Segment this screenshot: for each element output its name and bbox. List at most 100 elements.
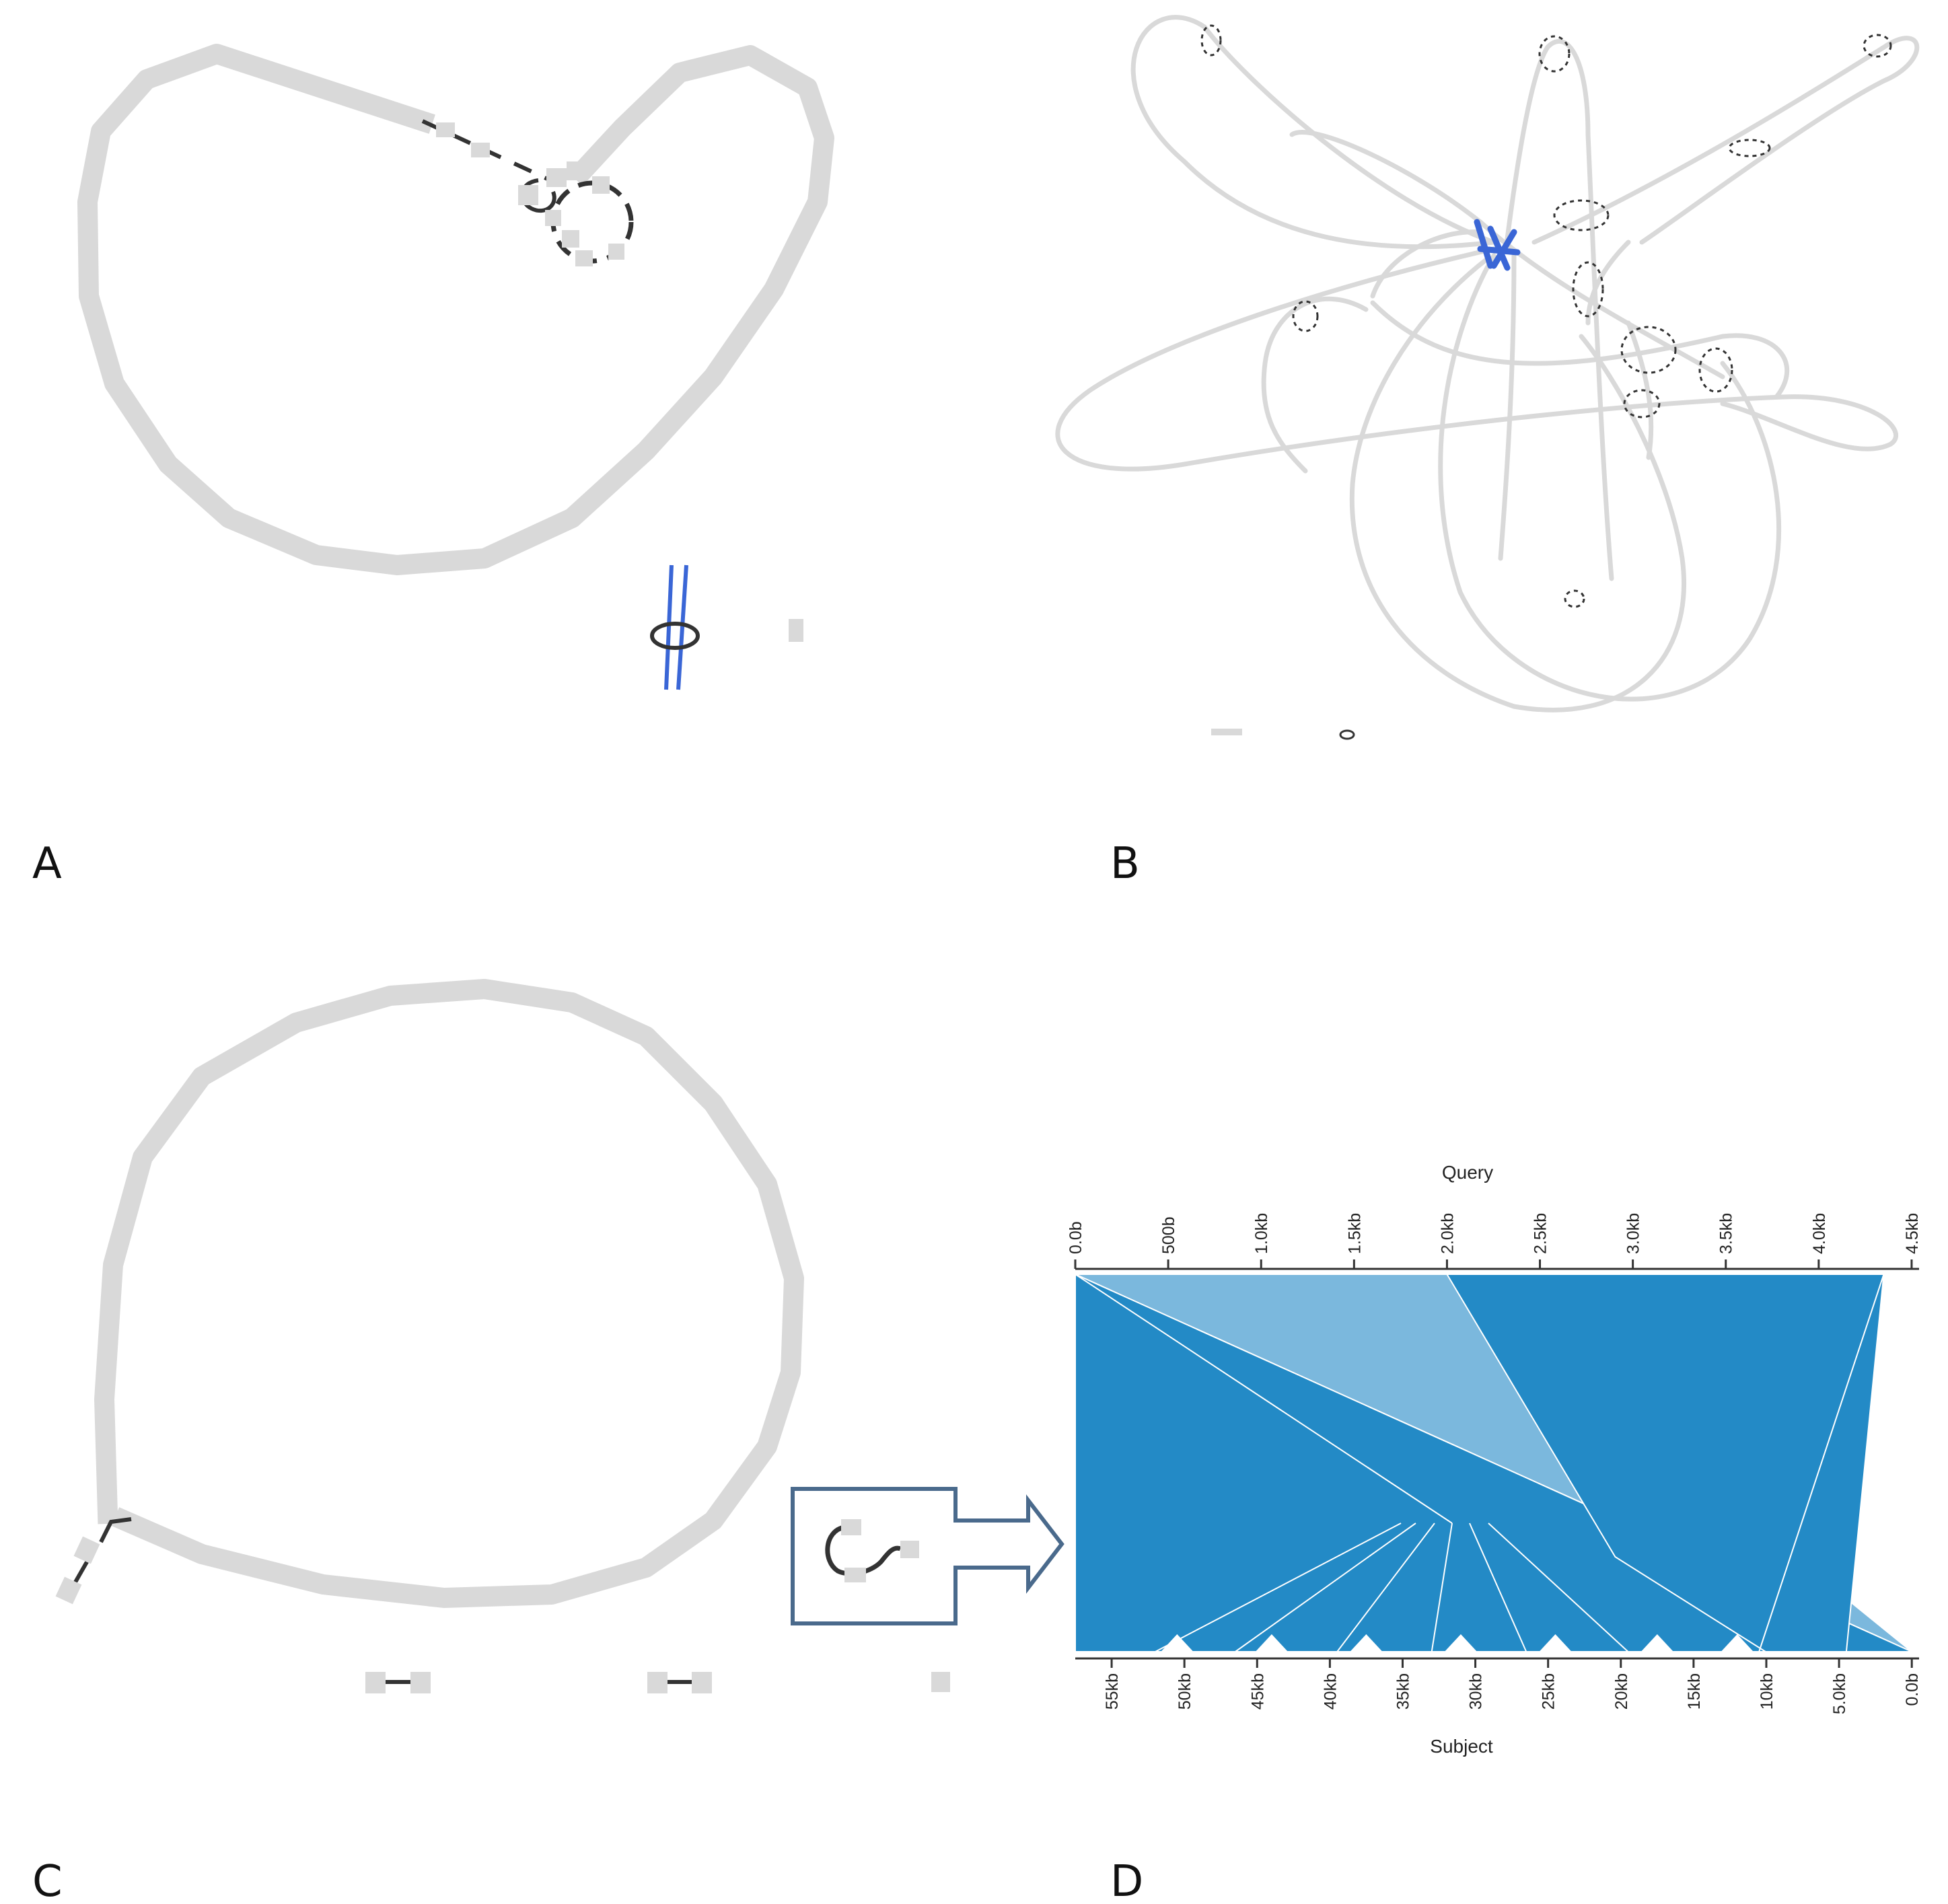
subject-tick-label: 40kb (1321, 1673, 1340, 1710)
alignment-segment-gap (1639, 1634, 1675, 1653)
panel-b-junction (1553, 199, 1610, 231)
panel-a-node (546, 168, 567, 187)
panel-b-graph-loop (1498, 253, 1517, 561)
query-tick-label: 3.5kb (1717, 1213, 1736, 1254)
panel-a-isolated-node (789, 619, 803, 642)
query-tick-label: 2.0kb (1438, 1213, 1457, 1254)
panel-b-small-circular-contig (1339, 729, 1355, 740)
subject-tick-label: 10kb (1758, 1673, 1776, 1710)
panel-c-node (692, 1672, 712, 1693)
alignment-segment-boundary (1469, 1523, 1527, 1652)
alignment-segment-gap (1443, 1634, 1478, 1653)
panel-c-callout-node (900, 1541, 919, 1558)
panel-b-junction (1620, 326, 1677, 374)
panel-b-junction (1538, 35, 1571, 73)
panel-a-node (575, 250, 593, 266)
subject-tick-label: 50kb (1176, 1673, 1194, 1710)
panel-a-large-contig-loop (77, 44, 834, 575)
query-tick-label: 1.0kb (1252, 1213, 1271, 1254)
query-tick-label: 2.5kb (1531, 1213, 1550, 1254)
panel-b-graph-loop (1438, 253, 1782, 702)
alignment-segment-boundary (1431, 1523, 1453, 1652)
alignment-matches (1075, 1273, 1912, 1653)
panel-c-node (647, 1672, 668, 1693)
panel-a-label: A (32, 839, 62, 889)
panel-b-junction (1698, 347, 1733, 393)
panel-b-junction (1292, 300, 1319, 332)
panel-b-graph-loop (1261, 296, 1369, 474)
alignment-match-forward (1445, 1274, 1885, 1652)
panel-b-graph-loop (1055, 246, 1899, 472)
panel-b-assembly-graph (1055, 15, 1920, 712)
panel-b-graph-loop (1349, 256, 1687, 712)
subject-tick-label: 35kb (1394, 1673, 1412, 1710)
alignment-segment-boundary (1336, 1523, 1435, 1652)
subject-tick-label: 55kb (1103, 1673, 1122, 1710)
panel-b-junction (1572, 261, 1604, 318)
panel-c-label: C (32, 1857, 63, 1904)
panel-c-node (55, 1576, 82, 1605)
panel-b-junction (1564, 589, 1585, 608)
alignment-segment-boundary (1488, 1523, 1629, 1652)
query-axis-title: Query (1442, 1162, 1493, 1183)
subject-tick-label: 25kb (1540, 1673, 1558, 1710)
panel-c-large-contig-loop (94, 979, 804, 1608)
panel-c-callout-node (844, 1568, 866, 1582)
panel-a-node (562, 230, 579, 248)
panel-b-graph-junctions (1200, 24, 1892, 608)
panel-b-graph-loop (1370, 229, 1483, 299)
alignment-segment-boundary (1758, 1274, 1885, 1652)
subject-tick-label: 30kb (1467, 1673, 1486, 1710)
panel-a-highlighted-contig (676, 564, 688, 690)
subject-tick-label: 5.0kb (1830, 1673, 1849, 1714)
subject-tick-label: 15kb (1685, 1673, 1704, 1710)
panel-b-junction (1623, 389, 1661, 418)
alignment-match-reverse-shadow (1075, 1273, 1912, 1652)
panel-b-graph-loop (1626, 320, 1654, 460)
alignment-segment-gap (1719, 1634, 1755, 1653)
panel-a-node (436, 122, 455, 137)
alignment-segment-boundary (1235, 1523, 1416, 1652)
panel-b-label: B (1110, 839, 1140, 889)
subject-tick-label: 20kb (1612, 1673, 1631, 1710)
panel-b-junction (1200, 24, 1222, 57)
panel-b-isolated-contig (1211, 729, 1242, 735)
subject-tick-label: 0.0b (1903, 1673, 1922, 1706)
panel-a-node (567, 161, 588, 180)
panel-c-dark-edge (72, 1560, 89, 1586)
panel-c-dark-edge (99, 1517, 132, 1543)
panel-b-graph-loop (1531, 36, 1920, 245)
panel-b-junction (1728, 139, 1771, 157)
alignment-segment-gap (1159, 1634, 1195, 1653)
callout-box-cover (951, 1523, 957, 1566)
panel-d-label: D (1110, 1857, 1143, 1904)
query-tick-label: 1.5kb (1345, 1213, 1364, 1254)
alignment-segment-gap (1254, 1634, 1289, 1653)
query-tick-label: 3.0kb (1624, 1213, 1643, 1254)
panel-c-callout-node (841, 1519, 861, 1535)
panel-b-graph-loop (1505, 38, 1614, 581)
panel-c-callout-box (791, 1487, 958, 1625)
panel-a-node (545, 210, 561, 226)
panel-b-graph-loop (1370, 300, 1790, 400)
arrow-right-icon (953, 1494, 1065, 1594)
panel-b-graph-loop (1585, 240, 1631, 326)
panel-a-node (471, 143, 490, 157)
query-tick-label: 0.0b (1067, 1221, 1085, 1254)
panel-b-highlighted-contig (1474, 219, 1494, 269)
panel-b-highlighted-region (1474, 219, 1521, 271)
alignment-segment-boundary (1155, 1523, 1402, 1652)
panel-a-highlighted-contig (664, 564, 674, 690)
arrow-right-icon (953, 1494, 1065, 1594)
panel-b-graph-loop (1289, 130, 1725, 379)
panel-c-node (410, 1672, 431, 1693)
panel-c-node (365, 1672, 386, 1693)
alignment-segment-gap (1538, 1634, 1573, 1653)
alignment-segment-boundary (1075, 1274, 1453, 1524)
panel-a-node (608, 244, 624, 260)
panel-a-assembly-graph (77, 44, 834, 690)
